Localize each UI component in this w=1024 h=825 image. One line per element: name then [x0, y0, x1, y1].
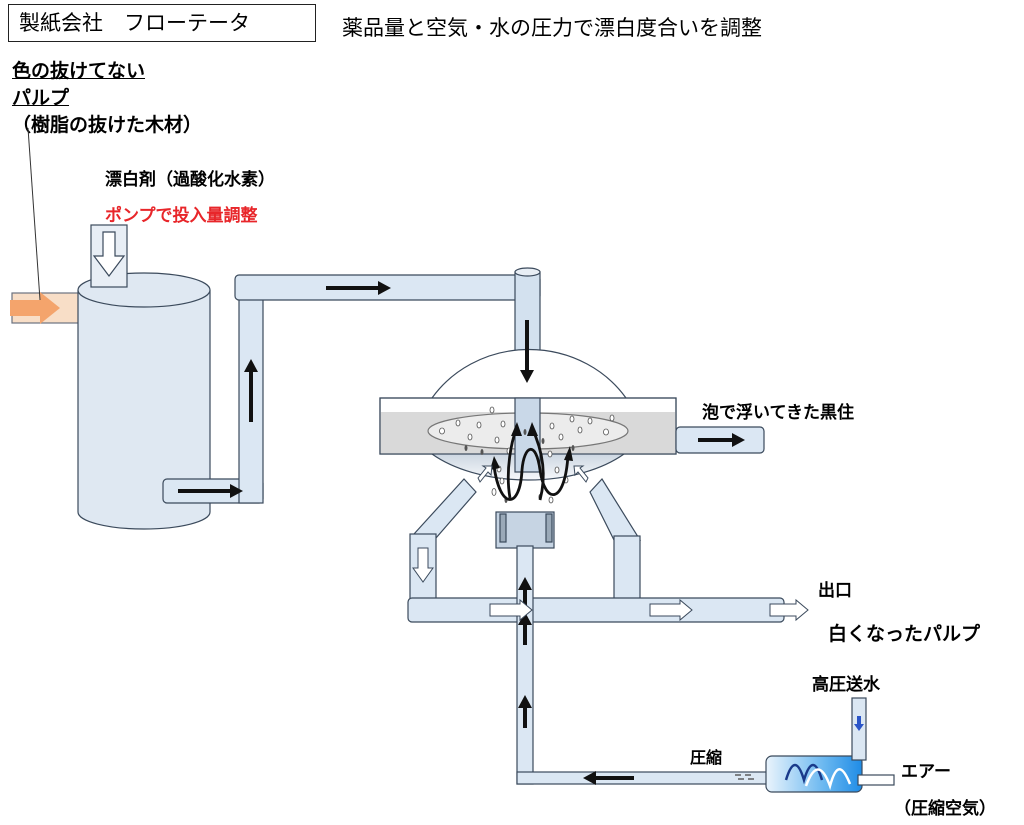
- bubbles: [439, 406, 615, 504]
- bleach-label: 漂白剤（過酸化水素）: [105, 170, 275, 190]
- curve-arrowhead-1: [490, 456, 500, 470]
- flow-arrow-feed-left: [583, 771, 634, 785]
- page-title: 製紙会社 フローテータ: [19, 11, 250, 35]
- tank-outlet-pipe: [162, 267, 541, 504]
- flow-arrow-right-top: [326, 281, 391, 295]
- white-pulp-label: 白くなったパルプ: [828, 623, 981, 645]
- white-arrow-right-2: [649, 598, 693, 622]
- air-water-feed-pipe: [516, 545, 768, 785]
- pulp-input-arrow: [10, 292, 81, 324]
- curve-arrowhead-2: [564, 446, 573, 461]
- white-flow-arrows: [412, 465, 809, 622]
- flow-arrow-feed-up-3: [518, 695, 532, 728]
- foam-output-label: 泡で浮いてきた黒住: [702, 403, 854, 423]
- dark-particles: [464, 429, 575, 503]
- pulp-input-line3: （樹脂の抜けた木材）: [12, 114, 203, 136]
- air-input-label: エアー: [901, 762, 951, 782]
- white-arrow-diag-left: [477, 465, 493, 483]
- outlet-label: 出口: [818, 581, 852, 601]
- page-subtitle: 薬品量と空気・水の圧力で漂白度合いを調整: [342, 16, 762, 40]
- flow-arrow-foam-out: [698, 433, 745, 447]
- flow-arrow-down: [520, 320, 534, 383]
- water-flow-arrow: [854, 716, 864, 731]
- white-arrow-outlet: [769, 598, 809, 622]
- pump-note: ポンプで投入量調整: [105, 206, 258, 226]
- air-water-mixer: [765, 697, 895, 793]
- title-box: 製紙会社 フローテータ: [8, 4, 316, 42]
- water-input-label: 高圧送水: [812, 675, 880, 695]
- outlet-pipe: [407, 597, 785, 623]
- curve-arrowhead-3: [511, 422, 522, 436]
- flow-arrow-tank-out: [178, 484, 243, 498]
- bleach-inlet-pipe: [90, 224, 128, 288]
- pulp-input-line2: パルプ: [12, 87, 70, 109]
- pulp-input-line1: 色の抜けてない: [12, 60, 146, 82]
- air-input-note: （圧縮空気）: [894, 799, 996, 819]
- flow-arrow-up: [244, 359, 258, 422]
- flow-arrow-feed-up-2: [518, 612, 532, 645]
- pulp-input-label: 色の抜けてない パルプ （樹脂の抜けた木材）: [12, 58, 202, 139]
- injection-nozzle: [495, 511, 555, 549]
- pressure-dashes: [735, 774, 754, 780]
- mixer-waves: [784, 763, 852, 791]
- compress-label: 圧縮: [690, 748, 723, 767]
- white-arrow-right-1: [489, 598, 533, 622]
- drain-pipe-right: [589, 478, 642, 601]
- white-arrow-down: [412, 547, 434, 583]
- flow-arrow-feed-up-1: [518, 577, 532, 610]
- curve-arrowhead-4: [527, 422, 538, 436]
- drain-pipe-left: [409, 478, 477, 601]
- pulp-leader-line: [27, 127, 41, 301]
- flow-arrows: [178, 281, 745, 785]
- white-arrow-diag-right: [573, 465, 589, 483]
